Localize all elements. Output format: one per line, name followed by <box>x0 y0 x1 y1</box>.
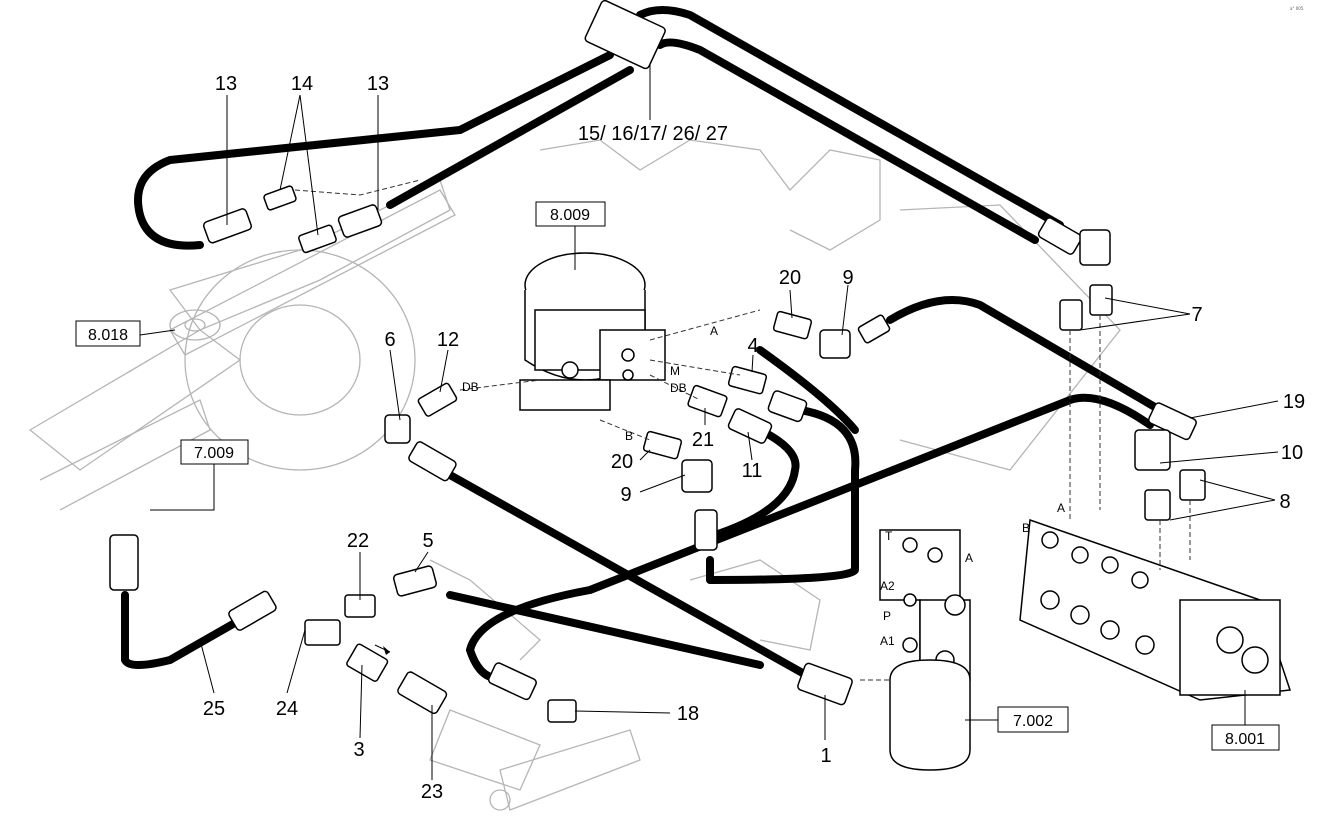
accumulator-valve-block <box>879 529 971 681</box>
callout-25: 25 <box>203 698 225 720</box>
assembly-dash-lines <box>294 179 1191 681</box>
manifold-bracket <box>429 709 641 811</box>
ref-label-7009: 7.009 <box>194 445 234 462</box>
callout-19: 19 <box>1283 391 1305 413</box>
callout-15-16-17-26-27: 15/ 16/17/ 26/ 27 <box>578 123 728 145</box>
fittings <box>109 0 1206 723</box>
directional-control-valve <box>1019 518 1292 701</box>
hose-lines <box>121 6 1164 684</box>
callout-20-top: 20 <box>779 267 801 289</box>
hydraulic-pump-block <box>519 252 666 411</box>
steering-cylinder <box>169 189 456 356</box>
port-a2: A2 <box>880 579 895 593</box>
ref-box-8018: 8.018 <box>75 320 141 347</box>
callout-6: 6 <box>384 329 395 351</box>
callout-13-right: 13 <box>367 73 389 95</box>
callout-labels: 13 14 13 15/ 16/17/ 26/ 27 20 9 6 12 4 7… <box>203 73 1305 803</box>
port-a-pump: A <box>710 324 718 338</box>
callout-7: 7 <box>1191 304 1202 326</box>
callout-3: 3 <box>353 739 364 761</box>
callout-24: 24 <box>276 698 298 720</box>
callout-23: 23 <box>421 781 443 803</box>
ref-box-7009: 7.009 <box>180 439 249 465</box>
port-p: P <box>883 609 891 623</box>
callout-1: 1 <box>820 745 831 767</box>
port-labels: A M DB DB B T A A2 P A1 A B <box>462 324 1065 648</box>
port-db-left: DB <box>462 380 479 394</box>
ref-label-8018: 8.018 <box>88 327 128 344</box>
port-a-valve: A <box>965 551 973 565</box>
callout-14: 14 <box>291 73 313 95</box>
callout-5: 5 <box>422 530 433 552</box>
callout-8: 8 <box>1279 491 1290 513</box>
ref-box-8009: 8.009 <box>535 201 606 227</box>
port-t: T <box>885 529 893 543</box>
ref-box-7002: 7.002 <box>997 706 1069 733</box>
corner-watermark: a° 005 <box>1290 6 1304 11</box>
accumulator-7002 <box>889 659 971 771</box>
callout-12: 12 <box>437 329 459 351</box>
callout-13-left: 13 <box>215 73 237 95</box>
ref-label-7002: 7.002 <box>1013 713 1053 730</box>
port-b-pump: B <box>625 429 633 443</box>
ref-label-8001: 8.001 <box>1225 731 1265 748</box>
callout-10: 10 <box>1281 442 1303 464</box>
callout-22: 22 <box>347 530 369 552</box>
port-b-distributor: B <box>1022 521 1030 535</box>
flow-arrow-icon <box>374 644 391 655</box>
callout-18: 18 <box>677 703 699 725</box>
callout-20-bottom: 20 <box>611 451 633 473</box>
callout-11: 11 <box>742 460 763 482</box>
callout-9-top: 9 <box>842 267 853 289</box>
callout-9-bottom: 9 <box>620 484 631 506</box>
leader-lines <box>139 65 1279 780</box>
ref-label-8009: 8.009 <box>550 207 590 224</box>
port-m: M <box>670 364 680 378</box>
callout-4: 4 <box>747 335 758 357</box>
port-db-right: DB <box>670 381 687 395</box>
port-a1: A1 <box>880 634 895 648</box>
callout-21: 21 <box>692 429 714 451</box>
port-a-distributor: A <box>1057 501 1065 515</box>
ref-box-8001: 8.001 <box>1211 724 1280 751</box>
